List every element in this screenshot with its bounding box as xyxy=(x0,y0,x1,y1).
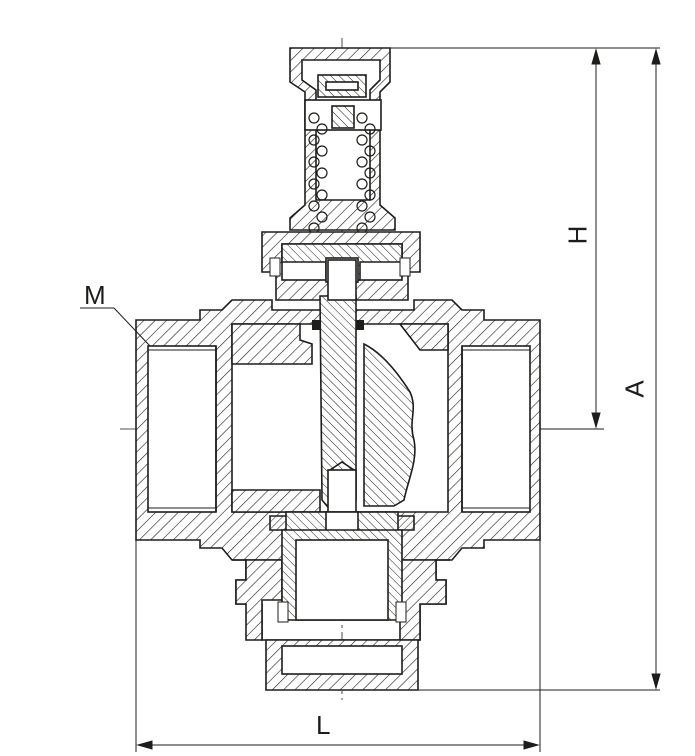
dimension-arrow-icon xyxy=(651,48,661,65)
m-label: M xyxy=(84,280,106,310)
dimension-arrow-icon xyxy=(591,412,601,429)
a-label: A xyxy=(619,380,650,398)
h-label: H xyxy=(562,225,593,245)
dimension-arrow-icon xyxy=(136,740,153,750)
l-label: L xyxy=(316,710,331,740)
broken-section xyxy=(363,342,416,507)
dimension-arrow-icon xyxy=(651,673,661,690)
spring-coils xyxy=(308,112,376,234)
dimension-lines xyxy=(80,47,661,752)
dimension-arrow-icon xyxy=(591,48,601,65)
left-port xyxy=(147,345,217,513)
m-leader-line xyxy=(113,307,151,347)
valve-body-group xyxy=(120,38,560,700)
right-port xyxy=(461,345,531,513)
dimension-arrow-icon xyxy=(523,740,540,750)
